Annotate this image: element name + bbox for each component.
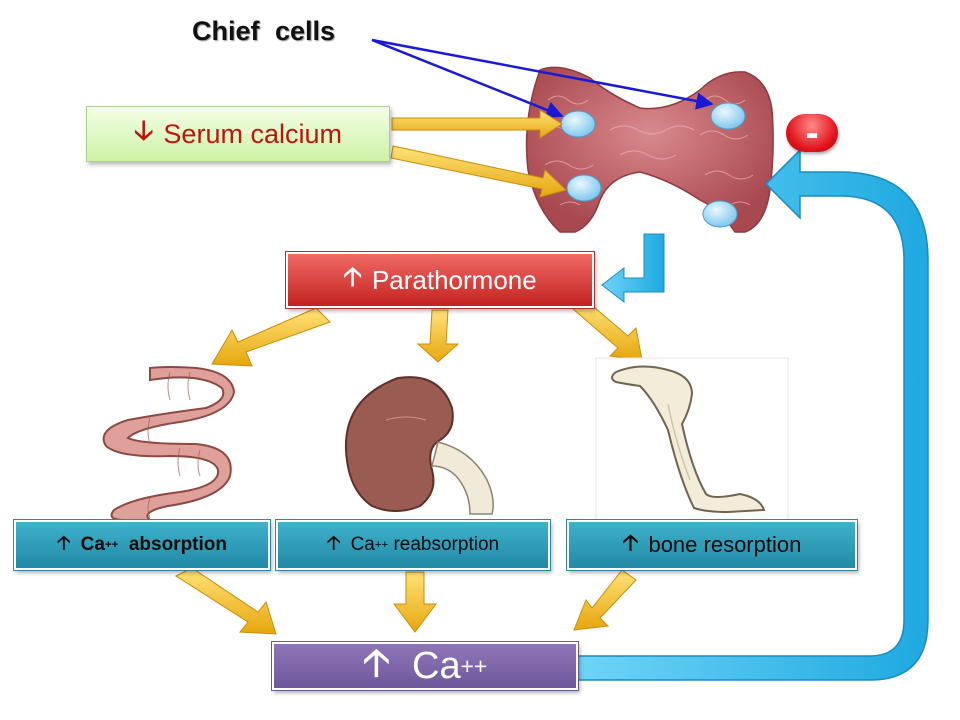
chief-cells-label: Chief cells <box>192 16 336 46</box>
up-arrow-icon: 🡡 <box>57 533 71 554</box>
up-arrow-icon: 🡡 <box>326 533 341 554</box>
parathyroid-dot <box>560 110 596 138</box>
to-ca-arrows <box>174 567 637 635</box>
intestine-illustration <box>102 366 236 521</box>
serum-calcium-text: Serum calcium <box>163 118 342 149</box>
ca-absorption-box: 🡡 Ca++ absorption <box>13 519 271 571</box>
chief-cells-pointers <box>371 38 714 119</box>
ca-result-text: Ca <box>412 644 461 687</box>
parathyroid-dot <box>710 102 746 130</box>
ca-reabsorption-text-after: reabsorption <box>388 534 500 555</box>
ca-reabsorption-box: 🡡 Ca++ reabsorption <box>275 519 551 571</box>
ca-absorption-text-after: absorption <box>118 534 227 555</box>
ca-reabsorption-sup: ++ <box>374 539 389 551</box>
bone-illustration <box>595 357 789 521</box>
ca-result-box: 🡡 Ca++ <box>271 641 579 691</box>
up-arrow-icon: 🡡 <box>622 530 639 555</box>
serum-calcium-box: 🡣 Serum calcium <box>86 106 390 162</box>
kidney-illustration <box>344 376 494 515</box>
down-arrow-icon: 🡣 <box>134 115 154 145</box>
ca-absorption-sup: ++ <box>104 539 119 551</box>
parathormone-box: 🡡 Parathormone <box>285 251 595 309</box>
parathyroid-dot <box>702 200 738 228</box>
gland-to-pth-arrow <box>601 233 665 304</box>
up-arrow-icon: 🡡 <box>362 641 391 684</box>
serum-to-gland-arrows <box>390 109 567 198</box>
parathyroid-dot <box>566 174 602 202</box>
ca-absorption-text: Ca <box>80 534 105 555</box>
bone-resorption-box: 🡡 bone resorption <box>566 519 858 571</box>
parathormone-text: Parathormone <box>371 264 537 295</box>
bone-resorption-text: bone resorption <box>648 532 802 557</box>
feedback-loop-arrow <box>577 148 929 681</box>
up-arrow-icon: 🡡 <box>343 261 362 291</box>
ca-reabsorption-text: Ca <box>350 534 375 555</box>
negative-feedback-badge: - <box>786 113 838 153</box>
pth-to-organ-arrows <box>211 301 643 367</box>
ca-result-sup: ++ <box>460 652 488 679</box>
